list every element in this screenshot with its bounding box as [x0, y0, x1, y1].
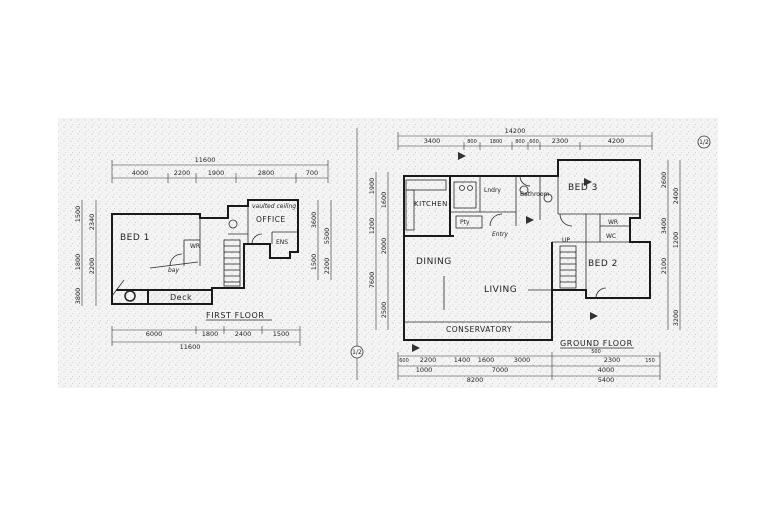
- gf-title: GROUND FLOOR: [560, 339, 633, 348]
- ff-dim-overall: 11600: [195, 156, 216, 164]
- gf-dim-bottom-3: 1400: [454, 356, 471, 364]
- gf-dim-bottom-6: 500: [591, 349, 601, 355]
- gf-dim-left-3: 1200: [368, 218, 376, 235]
- gf-room-bathroom: Bathroom: [520, 191, 550, 198]
- ff-dim-bottom-2: 1800: [202, 330, 219, 338]
- gf-dim-bottom-11: 4000: [598, 366, 615, 374]
- gf-room-conservatory: CONSERVATORY: [446, 325, 512, 334]
- ff-dim-right-3: 1500: [310, 254, 318, 271]
- gf-room-wc: WC: [606, 233, 616, 240]
- ff-title: FIRST FLOOR: [206, 311, 265, 320]
- ff-room-bay: bay: [168, 267, 179, 274]
- gf-dim-bottom-13: 5400: [598, 376, 615, 384]
- gf-dim-left-4: 2000: [380, 238, 388, 255]
- gf-dim-top-6: 2300: [552, 137, 569, 145]
- ff-dim-top-3: 1900: [208, 169, 225, 177]
- gf-dim-top-5: 600: [529, 139, 539, 145]
- ff-room-office: OFFICE: [256, 215, 286, 224]
- ff-dim-left-2: 2340: [88, 214, 96, 231]
- gf-room-pantry: Pty: [460, 219, 470, 226]
- ff-bay-window: [124, 290, 136, 302]
- ground-floor-plan: 14200 3400 800 1800 800 600 2300 4200 19…: [368, 127, 681, 384]
- gf-dim-right-4: 1200: [672, 232, 680, 249]
- gf-dim-right-2: 2400: [672, 188, 680, 205]
- ff-stairs: [223, 239, 241, 287]
- ff-dim-right-1: 3600: [310, 212, 318, 229]
- gf-dim-top-7: 4200: [608, 137, 625, 145]
- ff-dim-bottom-4: 1500: [273, 330, 290, 338]
- gf-room-bed2: BED 2: [588, 259, 618, 269]
- section-marker: 1/2: [350, 345, 364, 359]
- gf-stairs: [559, 245, 577, 289]
- ff-dim-left-3: 1800: [74, 254, 82, 271]
- ff-vaulted-note: vaulted ceiling: [252, 203, 296, 210]
- gf-dim-bottom-12: 8200: [467, 376, 484, 384]
- gf-dim-right-5: 2100: [660, 258, 668, 275]
- ff-dim-top-2: 2200: [174, 169, 191, 177]
- gf-dim-bottom-4: 1600: [478, 356, 495, 364]
- first-floor-plan: 11600 4000 2200 1900 2800 700 1500 2340 …: [74, 156, 332, 351]
- ff-dim-left-1: 1500: [74, 206, 82, 223]
- ff-dim-top-4: 2800: [258, 169, 275, 177]
- gf-outer-wall: [403, 159, 651, 341]
- gf-room-up: UP: [562, 237, 570, 244]
- gf-dim-bottom-2: 2200: [420, 356, 437, 364]
- gf-room-living: LIVING: [484, 285, 517, 295]
- gf-dim-right-3: 3400: [660, 218, 668, 235]
- svg-text:1/2: 1/2: [352, 349, 362, 356]
- gf-dim-bottom-8: 150: [645, 358, 655, 364]
- gf-dim-left-6: 2500: [380, 302, 388, 319]
- ff-dim-bottom-overall: 11600: [180, 343, 201, 351]
- gf-dim-left-5: 7600: [368, 272, 376, 289]
- gf-room-kitchen: KITCHEN: [414, 200, 448, 208]
- ff-room-bed1: BED 1: [120, 233, 150, 243]
- ff-dim-top-5: 700: [306, 169, 318, 177]
- ff-dim-bottom-1: 6000: [146, 330, 163, 338]
- gf-room-dining: DINING: [416, 257, 452, 267]
- ff-outer-wall: [111, 199, 299, 305]
- gf-dim-right-1: 2600: [660, 172, 668, 189]
- ff-dim-right-4: 2200: [323, 258, 331, 275]
- gf-room-bed3: BED 3: [568, 183, 598, 193]
- gf-dim-top-2: 800: [467, 139, 477, 145]
- gf-room-entry: Entry: [492, 231, 508, 238]
- gf-dim-top-1: 3400: [424, 137, 441, 145]
- ff-room-wr: WR: [190, 243, 200, 250]
- ff-room-deck: Deck: [170, 293, 192, 302]
- gf-dim-overall: 14200: [505, 127, 526, 135]
- ff-dim-left-5: 3800: [74, 288, 82, 305]
- gf-dim-top-4: 800: [515, 139, 525, 145]
- section-marker-top: 1/2: [697, 135, 711, 149]
- ff-room-ens: ENS: [276, 239, 288, 246]
- gf-dim-bottom-9: 1000: [416, 366, 433, 374]
- svg-text:1/2: 1/2: [699, 139, 709, 146]
- gf-dim-bottom-5: 3000: [514, 356, 531, 364]
- ff-dim-left-4: 2200: [88, 258, 96, 275]
- gf-dim-bottom-1: 600: [399, 358, 409, 364]
- gf-dim-left-2: 1600: [380, 192, 388, 209]
- gf-dim-left-1: 1900: [368, 178, 376, 195]
- gf-room-wr: WR: [608, 219, 618, 226]
- gf-room-lndry: Lndry: [484, 187, 501, 194]
- gf-dim-right-6: 3200: [672, 310, 680, 327]
- gf-dim-bottom-10: 7000: [492, 366, 509, 374]
- ff-dim-top-1: 4000: [132, 169, 149, 177]
- ff-dim-right-2: 5500: [323, 228, 331, 245]
- gf-dim-top-3: 1800: [490, 139, 503, 145]
- gf-dim-bottom-7: 2300: [604, 356, 621, 364]
- ff-dim-bottom-3: 2400: [235, 330, 252, 338]
